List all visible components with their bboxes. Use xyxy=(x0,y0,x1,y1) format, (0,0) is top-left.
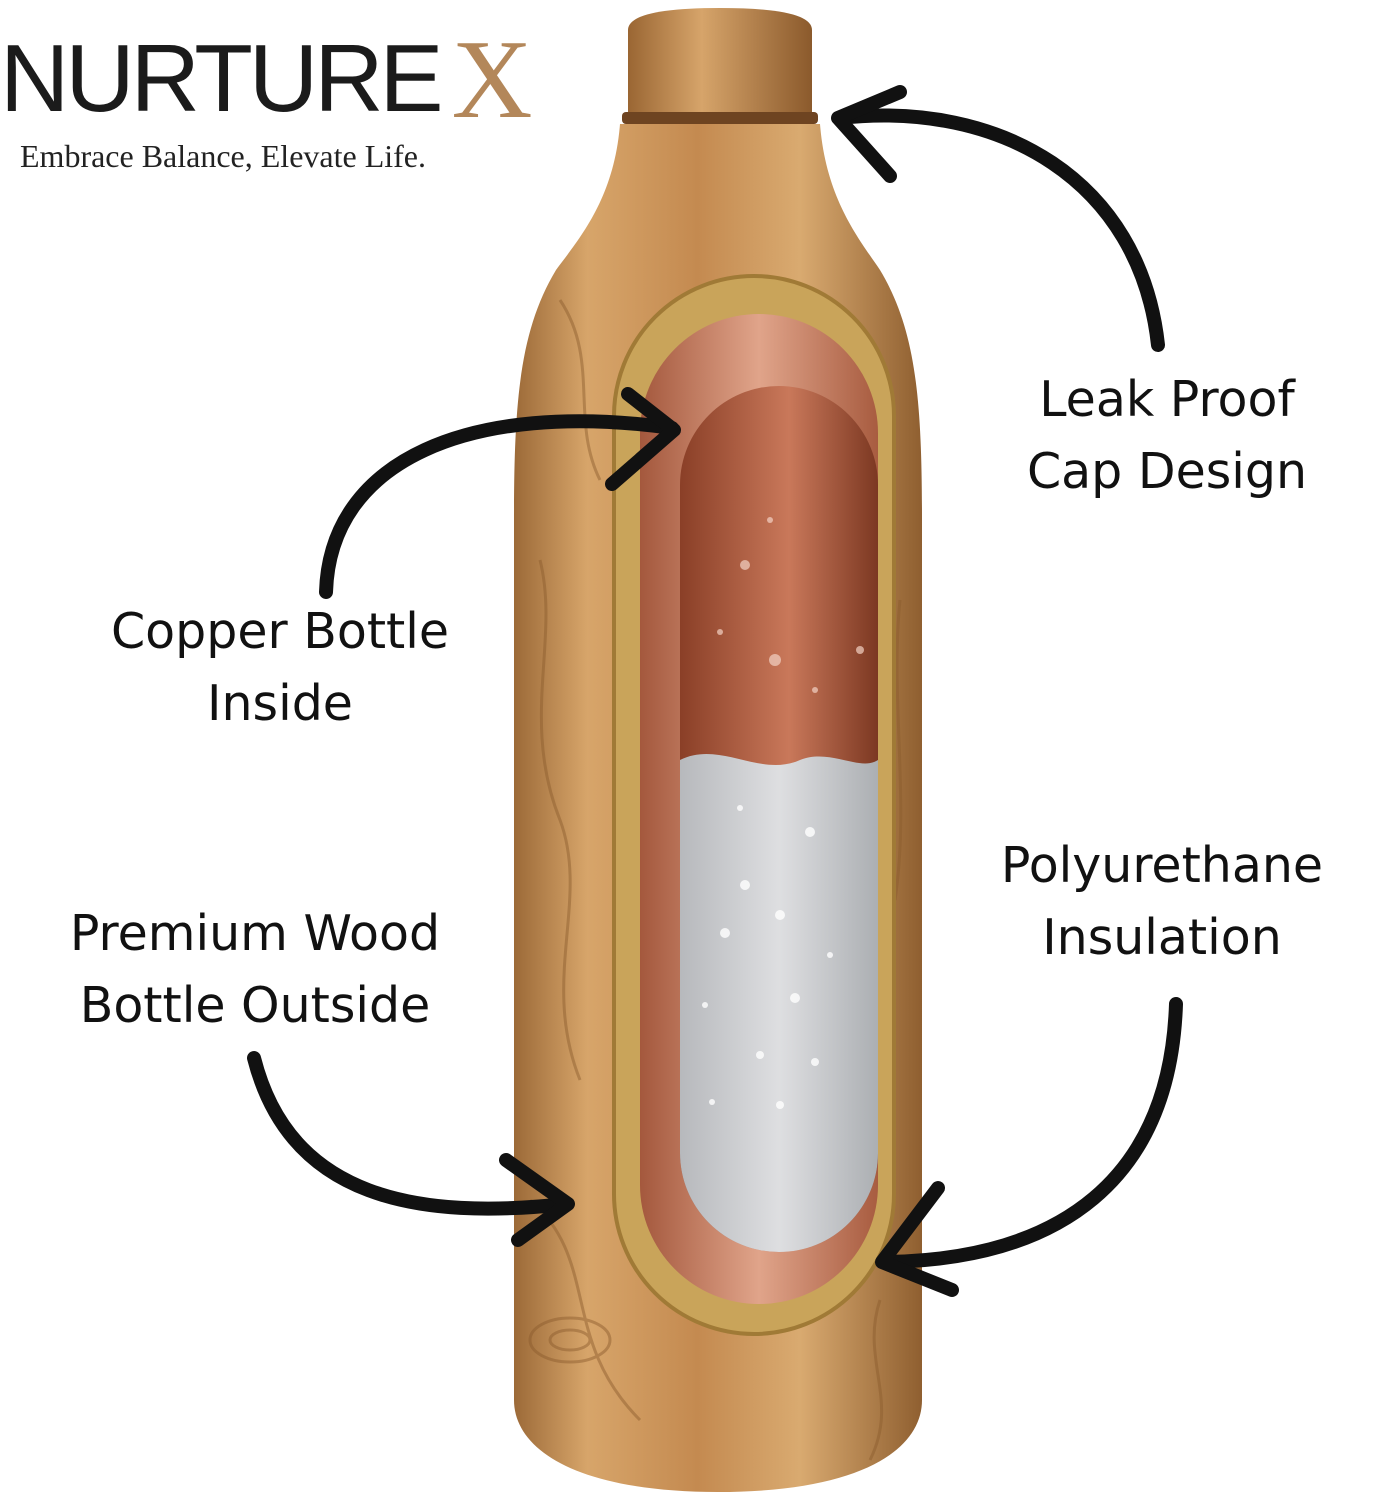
callout-line: Inside xyxy=(207,675,353,732)
callout-line: Polyurethane xyxy=(1000,837,1324,894)
bottle-cap xyxy=(622,8,818,124)
water-fill xyxy=(680,754,878,1252)
brand-mark: X xyxy=(451,18,533,142)
callout-polyurethane: Polyurethane Insulation xyxy=(942,830,1382,974)
wood-grain xyxy=(528,299,903,1461)
callout-copper: Copper Bottle Inside xyxy=(40,596,520,740)
brand-tagline: Embrace Balance, Elevate Life. xyxy=(20,138,426,174)
callout-line: Premium Wood xyxy=(69,905,441,962)
callout-line: Cap Design xyxy=(1026,443,1308,500)
callout-leak-proof: Leak Proof Cap Design xyxy=(962,364,1372,508)
callout-line: Copper Bottle xyxy=(110,603,450,660)
arrow-to-copper xyxy=(319,387,681,599)
callout-line: Insulation xyxy=(1042,909,1282,966)
arrow-to-cap xyxy=(831,85,1165,352)
brand-name: NURTURE xyxy=(0,25,444,132)
copper-bottle-interior xyxy=(680,386,878,1252)
callout-wood: Premium Wood Bottle Outside xyxy=(0,898,510,1042)
arrow-to-insulation xyxy=(875,997,1183,1297)
arrow-to-wood xyxy=(247,1051,575,1247)
callout-line: Leak Proof xyxy=(1039,371,1295,428)
callout-line: Bottle Outside xyxy=(79,977,431,1034)
